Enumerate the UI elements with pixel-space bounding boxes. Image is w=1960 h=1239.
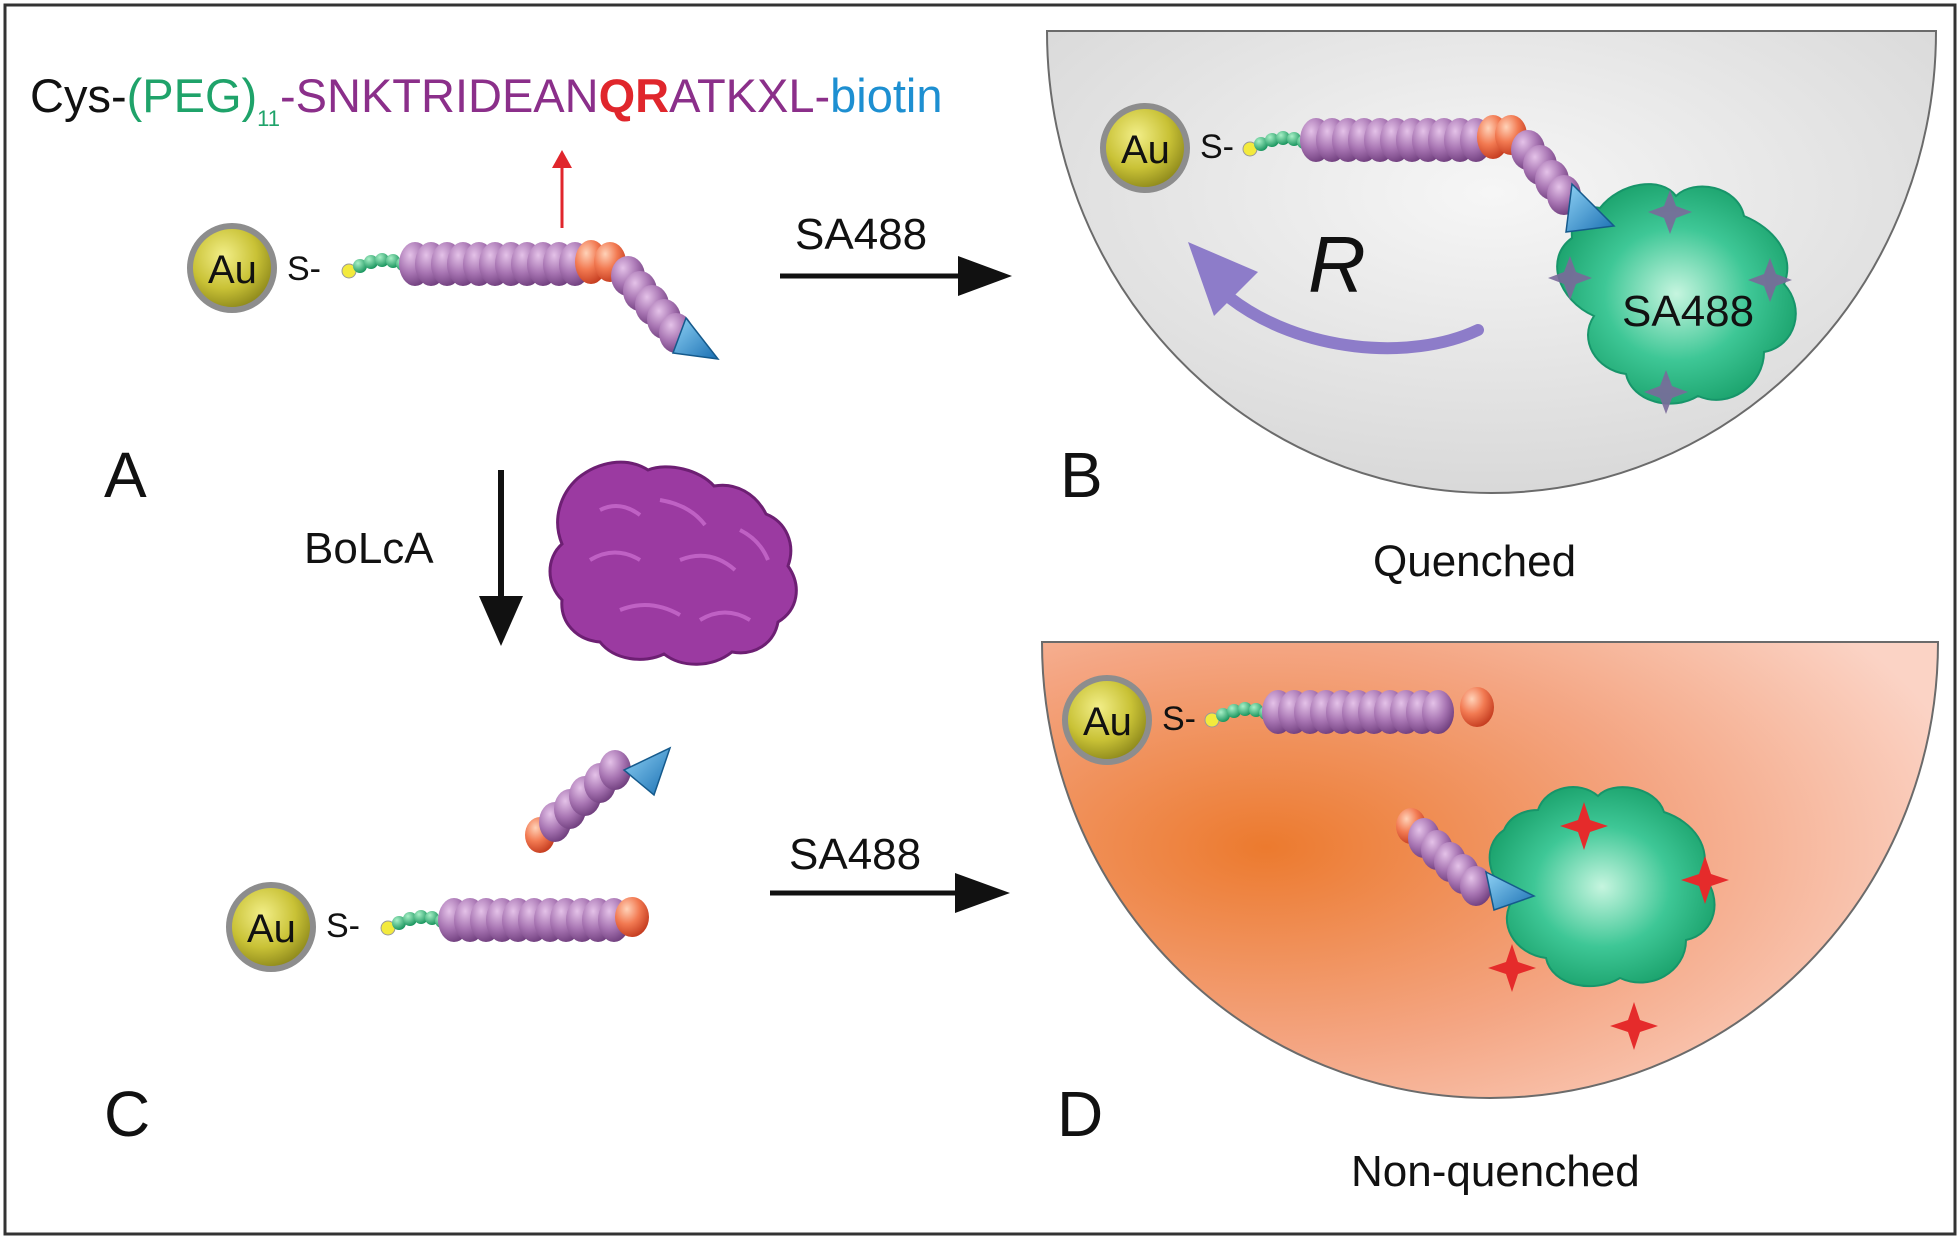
sequence-label: Cys-(PEG)11-SNKTRIDEANQRATKXL-biotin (30, 69, 943, 131)
gold-label-a: Au (208, 248, 257, 292)
reaction-label-top: SA488 (795, 210, 927, 259)
gold-label-b: Au (1121, 128, 1170, 172)
streptavidin-label: SA488 (1622, 287, 1754, 336)
peptide-chain-b (1300, 115, 1581, 215)
dark-fluorophore-4 (1644, 370, 1688, 414)
gold-label-d: Au (1083, 700, 1132, 744)
biotin-tag-d (1484, 870, 1536, 911)
biotin-tag-a (671, 316, 720, 360)
sequence-biotin: biotin (830, 69, 942, 122)
cleavage-pointer-head (552, 150, 572, 168)
bright-fluorophore-1 (1560, 802, 1608, 850)
distance-label: R (1308, 220, 1366, 309)
cleaved-fragment (525, 750, 631, 853)
gold-particle-c: Au (226, 882, 316, 972)
dark-fluorophore-2 (1548, 256, 1592, 300)
bowl-nonquenched (1040, 641, 1940, 1099)
gold-particle-a: Au (187, 223, 277, 313)
streptavidin-quenched (1556, 183, 1797, 405)
panel-label-b: B (1060, 439, 1103, 511)
bright-fluorophore-group (1488, 802, 1729, 1050)
dark-fluorophore-3 (1748, 258, 1792, 302)
reaction-arrow-top-head (958, 256, 1012, 296)
sequence-peptide-b: ATKXL (669, 69, 814, 122)
peptide-chain-d (1262, 687, 1494, 734)
gold-particle-b: Au (1100, 103, 1190, 193)
distance-arrow (1224, 292, 1484, 355)
bolca-surface-texture (588, 498, 770, 622)
sequence-peptide-a: SNKTRIDEAN (296, 69, 599, 122)
sequence-peg-subscript: 11 (257, 106, 280, 131)
panel-label-c: C (104, 1078, 150, 1150)
panel-label-d: D (1057, 1078, 1103, 1150)
peptide-chain-c (438, 897, 649, 942)
reaction-label-bottom: SA488 (789, 830, 921, 879)
sulfur-label-b: S- (1200, 128, 1234, 166)
enzyme-arrow-head (479, 596, 523, 646)
caption-quenched: Quenched (1373, 537, 1576, 586)
reaction-arrow-bottom-head (955, 873, 1010, 913)
dark-fluorophore-1 (1648, 190, 1692, 234)
peg-linker-a (341, 253, 410, 279)
bound-fragment (1396, 808, 1492, 906)
caption-nonquenched: Non-quenched (1351, 1147, 1640, 1196)
sulfur-label-c: S- (326, 907, 360, 945)
sequence-dash-1: - (280, 69, 296, 122)
gold-particle-d: Au (1062, 675, 1152, 765)
biotin-tag-fragment (622, 746, 672, 797)
bright-fluorophore-3 (1488, 944, 1536, 992)
bright-fluorophore-4 (1610, 1002, 1658, 1050)
sequence-dash-2: - (815, 69, 831, 122)
sequence-cys: Cys- (30, 69, 127, 122)
gold-label-c: Au (247, 907, 296, 951)
peg-linker-b (1242, 131, 1311, 157)
biotin-tag-b (1565, 182, 1616, 233)
dark-fluorophore-group (1548, 190, 1792, 414)
distance-arrow-head (1188, 242, 1258, 316)
sulfur-label-a: S- (287, 250, 321, 288)
sequence-peg: (PEG) (127, 69, 258, 122)
sulfur-label-d: S- (1162, 700, 1196, 738)
bright-fluorophore-2 (1681, 856, 1729, 904)
enzyme-label: BoLcA (304, 524, 434, 573)
panel-label-a: A (104, 439, 147, 511)
sequence-cleavage-site: QR (599, 69, 670, 122)
